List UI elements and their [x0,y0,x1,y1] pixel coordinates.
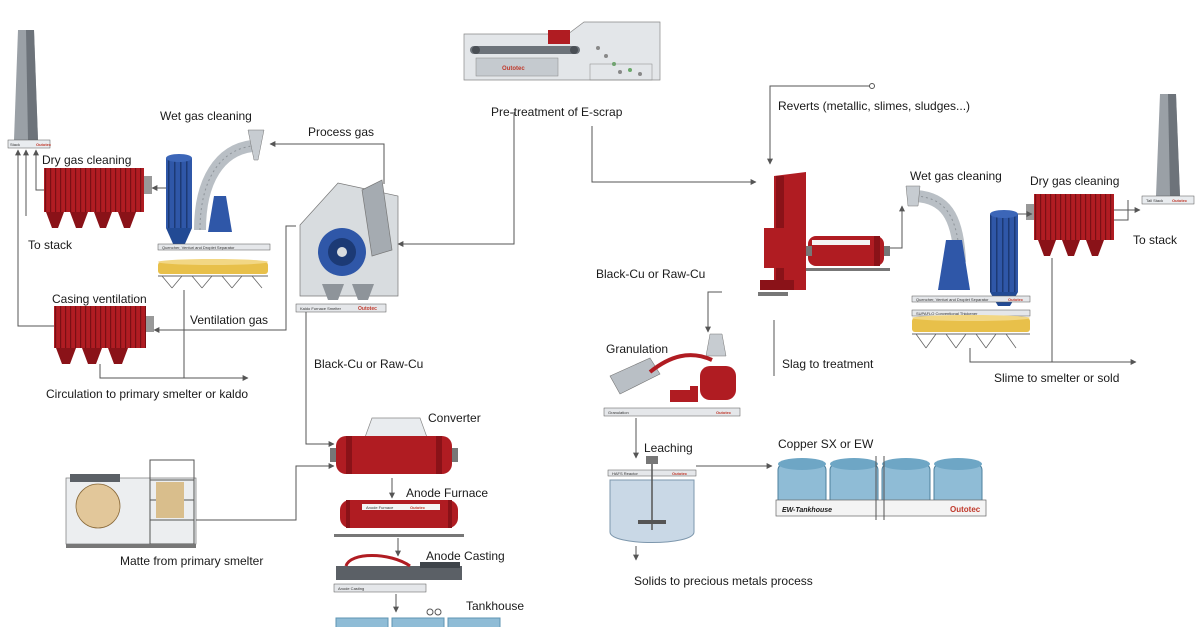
anode-furnace-unit: Anode Furnace Outotec [334,500,464,537]
svg-text:SUPAFLO Conventional Thickener: SUPAFLO Conventional Thickener [916,311,978,316]
svg-text:Quencher, Venturi and Droplet: Quencher, Venturi and Droplet Separator [162,245,235,250]
kaldo-brand: Outotec [358,306,377,312]
granulation-brand: Outotec [716,410,732,415]
converter-unit [330,417,458,474]
svg-text:Outotec: Outotec [672,471,688,476]
svg-text:Outotec: Outotec [1172,198,1188,203]
label-circulation: Circulation to primary smelter or kaldo [46,387,248,401]
label-slag: Slag to treatment [782,357,874,371]
label-dry-gas-left: Dry gas cleaning [42,153,131,167]
label-to-stack-right: To stack [1133,233,1178,247]
label-copper-sx: Copper SX or EW [778,437,874,451]
svg-text:Tall Stack: Tall Stack [1146,198,1163,203]
thickener-left-unit [158,259,268,289]
granulation-tag: Granulation [608,410,629,415]
kaldo-furnace-unit: Kaldo Furnace Smelter Outotec [295,179,399,313]
tankhouse-left-unit [335,608,501,627]
svg-text:Stack: Stack [10,142,20,147]
label-casing-ventilation: Casing ventilation [52,292,147,306]
label-tankhouse: Tankhouse [466,599,524,613]
label-leaching: Leaching [644,441,693,455]
label-black-cu-right: Black-Cu or Raw-Cu [596,267,705,281]
tsl-furnace-unit [758,172,890,296]
label-wet-gas-left: Wet gas cleaning [160,109,252,123]
primary-smelter-unit [65,459,197,548]
label-ventilation-gas: Ventilation gas [190,313,268,327]
label-anode-casting: Anode Casting [426,549,505,563]
ew-tankhouse-unit: EW-Tankhouse Outotec [775,458,987,517]
label-pretreatment: Pre-treatment of E-scrap [491,105,623,119]
svg-text:HAFS Reactor: HAFS Reactor [612,471,638,476]
svg-text:Outotec: Outotec [36,142,52,147]
stack-right-unit: Tall Stack Outotec [1141,94,1195,205]
dry-gas-cleaning-left-unit [44,168,152,228]
wet-gas-cleaning-right-unit: Quencher, Venturi and Droplet Separator … [905,185,1031,306]
svg-text:Quencher, Venturi and Droplet: Quencher, Venturi and Droplet Separator [916,297,989,302]
flow-lines [15,83,1141,613]
label-to-stack-left: To stack [28,238,73,252]
pretreatment-unit: Outotec [463,21,661,81]
wet-gas-cleaning-left-unit: Quencher, Venturi and Droplet Separator [157,129,271,251]
label-anode-furnace: Anode Furnace [406,486,488,500]
label-black-cu-left: Black-Cu or Raw-Cu [314,357,423,371]
ew-tankhouse-tag: EW-Tankhouse [782,507,832,514]
leaching-tank-unit: HAFS Reactor Outotec [607,456,697,543]
anode-furnace-brand: Outotec [410,505,426,510]
anode-furnace-tag: Anode Furnace [366,505,394,510]
anode-casting-unit: Anode Casting [333,554,462,593]
label-granulation: Granulation [606,342,668,356]
casing-ventilation-unit [54,306,154,364]
label-wet-gas-right: Wet gas cleaning [910,169,1002,183]
kaldo-tag: Kaldo Furnace Smelter [300,306,342,311]
label-process-gas: Process gas [308,125,374,139]
stack-left: Stack Outotec [7,30,52,149]
thickener-right-unit: SUPAFLO Conventional Thickener [911,309,1031,349]
ew-tankhouse-brand: Outotec [950,505,981,514]
anode-casting-tag: Anode Casting [338,586,364,591]
svg-text:Outotec: Outotec [1008,297,1024,302]
pretreatment-brand: Outotec [502,66,525,72]
label-matte: Matte from primary smelter [120,554,263,568]
label-slime: Slime to smelter or sold [994,371,1119,385]
label-dry-gas-right: Dry gas cleaning [1030,174,1119,188]
label-reverts: Reverts (metallic, slimes, sludges...) [778,99,970,113]
label-solids: Solids to precious metals process [634,574,813,588]
diagram-labels: Pre-treatment of E-scrap Process gas Wet… [28,99,1178,613]
label-converter: Converter [428,411,481,425]
dry-gas-cleaning-right-unit [1026,194,1114,256]
granulation-unit: Granulation Outotec [603,333,741,417]
